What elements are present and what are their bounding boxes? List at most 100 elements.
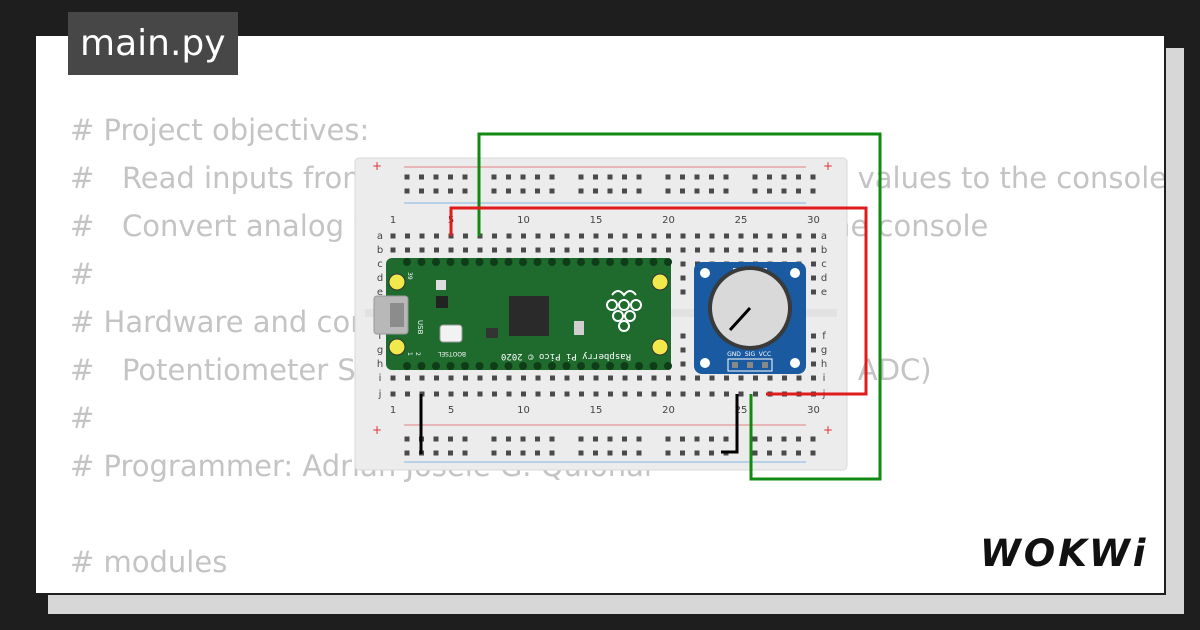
breadboard-hole [636,174,642,180]
pico-pin [591,258,600,266]
breadboard-hole [680,375,686,381]
breadboard-hole [433,450,439,456]
breadboard-hole [666,233,671,239]
breadboard-hole [680,275,686,281]
row-letter: g [821,345,827,356]
breadboard-hole [738,375,744,381]
breadboard-hole [506,450,511,456]
breadboard-hole [419,174,424,180]
breadboard-hole [535,233,541,239]
column-number: 25 [735,405,748,416]
breadboard-hole [550,391,555,397]
breadboard-hole [390,391,396,397]
row-letter: e [821,287,827,298]
breadboard-hole [593,233,599,239]
rail-plus-marker: + [823,159,833,173]
breadboard-hole [564,391,570,397]
pico-pin [417,258,426,266]
breadboard-hole [637,375,642,381]
breadboard-hole [753,375,758,381]
breadboard-hole [709,375,715,381]
black-wire-right[interactable] [721,394,739,454]
breadboard-hole [578,174,584,180]
breadboard-hole [579,247,584,253]
raspberry-pi-pico[interactable]: Raspberry Pi Pico © 2020 USB BOOTSEL 39 … [373,258,672,370]
row-letter: f [378,331,382,342]
breadboard-hole [811,261,816,267]
breadboard-hole [651,391,657,397]
breadboard-hole [419,247,425,253]
row-letter: a [821,231,827,242]
breadboard-hole [535,450,540,456]
breadboard-hole [680,247,686,253]
pico-pin [490,362,498,370]
red-wire[interactable] [449,206,868,396]
breadboard-hole [767,188,772,194]
column-number: 10 [517,405,530,416]
row-letter: c [821,259,827,270]
breadboard-hole [463,233,468,239]
wokwi-logo-text: WOKWi [980,532,1148,575]
breadboard-hole [390,375,396,381]
bootsel-button[interactable] [439,324,463,343]
file-tab-main-py[interactable]: main.py [68,12,238,75]
breadboard-hole [506,174,511,180]
breadboard-hole [651,247,657,253]
breadboard-hole [622,188,627,194]
breadboard-hole [810,188,816,194]
breadboard-hole [767,247,773,253]
mount-hole-icon [651,273,669,291]
green-wire[interactable] [477,132,882,481]
breadboard-hole [492,247,497,253]
breadboard-hole [680,289,686,295]
pico-chip-small [436,296,448,308]
breadboard-hole [709,233,715,239]
breadboard-hole [564,233,570,239]
breadboard-hole [781,436,787,442]
breadboard-hole [390,233,396,239]
breadboard-hole [521,233,526,239]
breadboard-hole [608,375,613,381]
breadboard-hole [448,450,453,456]
pin-label-2: 2 [414,352,421,356]
column-number: 30 [807,215,820,226]
header-pin [762,362,768,368]
breadboard-hole [811,233,816,239]
breadboard-hole [390,247,396,253]
pico-crystal [574,321,584,335]
breadboard-hole [767,174,772,180]
rp2040-chip [509,296,549,336]
breadboard-hole [419,188,424,194]
breadboard-hole [752,174,758,180]
breadboard-hole [607,188,613,194]
row-letter: i [823,373,826,384]
breadboard-hole [448,436,453,442]
usb-label: USB [416,320,424,335]
breadboard-hole [753,247,758,253]
breadboard-hole [535,436,540,442]
breadboard-hole [796,450,801,456]
breadboard-hole [680,361,686,367]
breadboard-hole [506,436,511,442]
breadboard-hole [535,375,541,381]
breadboard-hole [666,391,671,397]
breadboard-hole [636,188,642,194]
row-letter: e [377,287,383,298]
row-letter: h [821,359,827,370]
breadboard-hole [492,233,497,239]
pico-pin [504,362,513,370]
breadboard-hole [550,233,555,239]
breadboard-hole [767,375,773,381]
pico-pin [475,362,484,370]
breadboard-hole [811,375,816,381]
pico-pin [461,362,469,370]
breadboard-hole [434,247,439,253]
code-line: # [70,257,95,291]
breadboard-hole [506,247,512,253]
breadboard-hole [448,247,454,253]
breadboard-hole [607,174,613,180]
breadboard-hole [463,247,468,253]
potentiometer-module[interactable]: GND SIG VCC [694,262,806,374]
breadboard-hole [404,188,410,194]
